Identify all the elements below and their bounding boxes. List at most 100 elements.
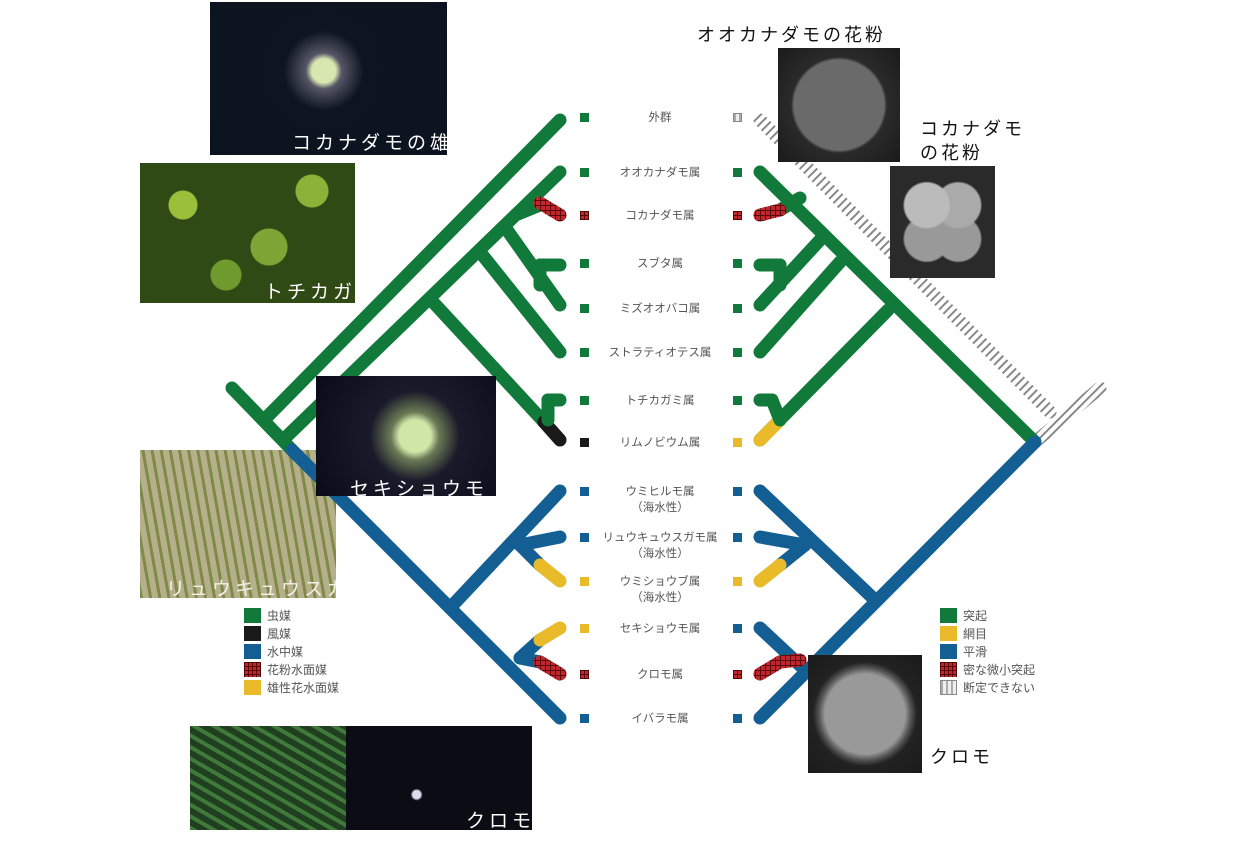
taxon-label: ウミヒルモ属（海水性）: [580, 483, 740, 515]
taxon-name: ミズオオバコ属: [619, 301, 701, 315]
left-state-marker: [580, 577, 589, 586]
right-state-marker: [733, 624, 742, 633]
taxon-habitat: （海水性）: [631, 546, 689, 560]
pollen-caption-kuromo: クロモ: [930, 747, 993, 768]
right-state-marker: [733, 259, 742, 268]
photo-kokanadamo-male-flower: コカナダモの雄: [210, 2, 447, 155]
right-state-marker: [733, 396, 742, 405]
taxon-label: リムノビウム属: [580, 434, 740, 450]
legend-swatch: [940, 625, 957, 641]
left-state-marker: [580, 714, 589, 723]
legend-item: 平滑: [940, 642, 1035, 660]
photo-ryukyusugamo: リュウキュウスガ: [140, 450, 336, 598]
taxon-label: イバラモ属: [580, 710, 740, 726]
left-state-marker: [580, 348, 589, 357]
left-state-marker: [580, 396, 589, 405]
right-state-marker: [733, 211, 742, 220]
legend-swatch: [244, 625, 261, 641]
taxon-name: イバラモ属: [631, 711, 689, 725]
left-state-marker: [580, 168, 589, 177]
taxon-name: コカナダモ属: [625, 208, 695, 222]
left-state-marker: [580, 113, 589, 122]
taxon-name: セキショウモ属: [619, 621, 701, 635]
photo-kuromo-flower: クロモ: [346, 726, 532, 830]
right-branch-red: [753, 655, 787, 681]
taxon-label: スブタ属: [580, 255, 740, 271]
legend-label: 風媒: [267, 626, 292, 641]
legend-pollination: 虫媒風媒水中媒花粉水面媒雄性花水面媒: [244, 606, 339, 696]
right-state-marker: [733, 714, 742, 723]
legend-item: 虫媒: [244, 606, 339, 624]
legend-swatch: [940, 661, 957, 677]
legend-swatch: [244, 661, 261, 677]
left-state-marker: [580, 487, 589, 496]
left-state-marker: [580, 259, 589, 268]
legend-item: 網目: [940, 624, 1035, 642]
legend-label: 雄性花水面媒: [267, 680, 340, 695]
taxon-name: ストラティオテス属: [608, 345, 712, 359]
pollen-image-kuromo: [808, 655, 922, 773]
left-state-marker: [580, 670, 589, 679]
taxon-label: セキショウモ属: [580, 620, 740, 636]
taxon-name: 外群: [648, 110, 672, 124]
taxon-name: リムノビウム属: [619, 435, 701, 449]
legend-item: 断定できない: [940, 678, 1035, 696]
left-state-marker: [580, 533, 589, 542]
taxon-name: ウミヒルモ属: [625, 484, 695, 498]
taxon-name: クロモ属: [637, 667, 683, 681]
left-branch-green: [473, 245, 567, 359]
right-state-marker: [733, 533, 742, 542]
taxon-label: オオカナダモ属: [580, 164, 740, 180]
right-branch-green: [753, 165, 1042, 449]
taxon-name: リュウキュウスガモ属: [602, 530, 718, 544]
pollination-tree-left: [225, 113, 567, 725]
right-branch-green: [753, 255, 847, 359]
legend-swatch: [940, 643, 957, 659]
right-state-marker: [733, 168, 742, 177]
right-branch-hatch: [1028, 381, 1107, 449]
taxon-name: ウミショウブ属: [619, 574, 701, 588]
pollen-image-kokanadamo: [890, 166, 995, 278]
left-branch-green: [498, 220, 567, 312]
legend-label: 断定できない: [963, 680, 1036, 695]
taxon-label: リュウキュウスガモ属 （海水性）: [580, 529, 740, 561]
photo-tochikagami: トチカガミ: [140, 163, 355, 303]
legend-label: 花粉水面媒: [267, 662, 328, 677]
photo-caption: セキショウモ: [350, 478, 489, 496]
pollen-title-kokanadamo-2: の花粉: [920, 143, 983, 164]
pollen-title-ookanadamo: オオカナダモの花粉: [697, 25, 886, 46]
taxon-name: オオカナダモ属: [619, 165, 701, 179]
photo-caption: トチカガミ: [264, 281, 355, 303]
taxon-label: 外群: [580, 109, 740, 125]
left-state-marker: [580, 304, 589, 313]
left-state-marker: [580, 438, 589, 447]
left-branch-green: [425, 294, 551, 429]
right-state-marker: [733, 577, 742, 586]
left-branch-yellow: [533, 558, 567, 588]
photo-caption: クロモ: [466, 810, 532, 830]
taxon-label: ミズオオバコ属: [580, 300, 740, 316]
legend-item: 水中媒: [244, 642, 339, 660]
legend-pollen-morphology: 突起網目平滑密な微小突起断定できない: [940, 606, 1035, 696]
right-branch-green: [753, 233, 827, 312]
taxon-habitat: （海水性）: [631, 590, 689, 604]
right-state-marker: [733, 113, 742, 122]
taxon-label: ストラティオテス属: [580, 344, 740, 360]
legend-swatch: [244, 607, 261, 623]
pollen-image-ookanadamo: [778, 48, 900, 162]
left-state-marker: [580, 624, 589, 633]
taxon-label: ウミショウブ属 （海水性）: [580, 573, 740, 605]
right-branch-blue: [753, 484, 882, 607]
left-branch-blue: [443, 484, 567, 615]
legend-label: 虫媒: [267, 608, 292, 623]
legend-swatch: [244, 643, 261, 659]
left-branch-green: [259, 113, 567, 425]
left-branch-yellow: [533, 621, 567, 647]
legend-label: 突起: [963, 608, 988, 623]
photo-sekishoumo: セキショウモ: [316, 376, 496, 496]
legend-item: 密な微小突起: [940, 660, 1035, 678]
right-state-marker: [733, 304, 742, 313]
photo-kuromo-plant: [190, 726, 346, 830]
taxon-name: トチカガミ属: [625, 393, 695, 407]
legend-swatch: [940, 607, 957, 623]
